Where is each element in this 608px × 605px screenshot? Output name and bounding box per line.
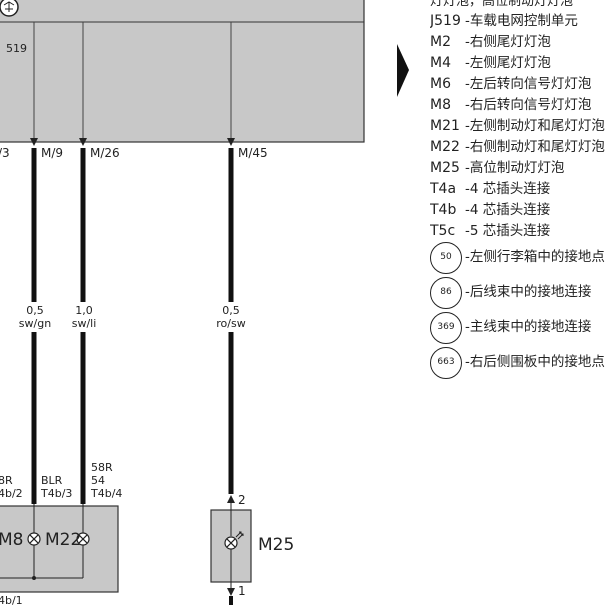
legend-item: T5c -5 芯插头连接	[430, 221, 550, 241]
m8-bulb-icon	[27, 532, 41, 546]
legend-code: J519	[430, 13, 461, 29]
legend-desc: -左侧制动灯和尾灯灯泡	[465, 118, 605, 134]
m25-pin1-label: 1	[238, 584, 246, 598]
pin-label-a2: 4b/2	[0, 487, 23, 500]
legend-item: M4 -左侧尾灯灯泡	[430, 53, 551, 73]
legend-desc: -左后转向信号灯灯泡	[465, 76, 592, 92]
legend-desc: -右后转向信号灯灯泡	[465, 97, 592, 113]
legend-item: M6 -左后转向信号灯灯泡	[430, 74, 591, 94]
legend-desc: -车载电网控制单元	[465, 13, 578, 29]
wire-size-2: 1,0	[75, 304, 93, 317]
m25-pin1-arrow	[227, 588, 235, 596]
m25-pin2-label: 2	[238, 493, 246, 507]
legend-item: M21 -左侧制动灯和尾灯灯泡	[430, 116, 605, 136]
connector-arrow-m45	[227, 138, 235, 146]
bottom-partial-label: 4b/1	[0, 594, 23, 605]
legend-code: T5c	[430, 223, 456, 239]
wire-color-3: ro/sw	[216, 317, 245, 330]
legend: J519-车载电网控制单元 M2 -右侧尾灯灯泡 M4 -左侧尾灯灯泡 M6 -左后转…	[430, 0, 608, 605]
next-page-arrow-icon	[397, 44, 409, 97]
legend-desc: -4 芯插头连接	[465, 181, 551, 197]
connector-label-m26: M/26	[90, 146, 120, 160]
m22-bulb-icon	[76, 532, 90, 546]
ground-point-desc: -右后侧围板中的接地点	[465, 354, 605, 370]
legend-code: T4a	[430, 181, 457, 197]
pin-label-b1: BLR	[41, 474, 63, 487]
pin-label-a1: 8R	[0, 474, 13, 487]
m25-led-icon	[224, 531, 244, 550]
ground-point-desc: -后线束中的接地连接	[465, 284, 592, 300]
legend-code: M22	[430, 139, 460, 155]
legend-item: T4a -4 芯插头连接	[430, 179, 550, 199]
legend-code: M2	[430, 34, 451, 50]
control-unit-box	[0, 0, 365, 143]
legend-item: M2 -右侧尾灯灯泡	[430, 32, 551, 52]
junction-dot	[32, 576, 36, 580]
legend-code: M21	[430, 118, 460, 134]
legend-code: T4b	[430, 202, 457, 218]
wire-label-bg-2	[63, 302, 107, 332]
ground-point-badge: 50	[430, 242, 462, 274]
legend-desc: -右侧制动灯和尾灯灯泡	[465, 139, 605, 155]
connector-arrow-m9	[30, 138, 38, 146]
legend-item: M8 -右后转向信号灯灯泡	[430, 95, 591, 115]
wire-size-1: 0,5	[26, 304, 44, 317]
pin-label-c2: 54	[91, 474, 105, 487]
legend-item: M22 -右侧制动灯和尾灯灯泡	[430, 137, 605, 157]
legend-code: M25	[430, 160, 460, 176]
pin-label-b2: T4b/3	[40, 487, 72, 500]
legend-desc: -右侧尾灯灯泡	[465, 34, 551, 50]
arrow-icon	[3, 1, 15, 12]
m8-label: M8	[0, 530, 23, 550]
connector-label-m9: M/9	[41, 146, 63, 160]
ground-point-badge: 663	[430, 347, 462, 379]
legend-desc: -5 芯插头连接	[465, 223, 551, 239]
wire-label-bg-3	[208, 302, 256, 332]
legend-item: T4b -4 芯插头连接	[430, 200, 550, 220]
legend-top-partial-text: 灯灯泡，高位制动灯灯泡	[430, 0, 574, 9]
ground-point-badge: 369	[430, 312, 462, 344]
legend-item: J519-车载电网控制单元	[430, 11, 578, 31]
ground-point-badge: 86	[430, 277, 462, 309]
legend-item: M25 -高位制动灯灯泡	[430, 158, 564, 178]
pin-label-c3: T4b/4	[90, 487, 122, 500]
wire-label-bg-1	[14, 302, 58, 332]
legend-desc: -高位制动灯灯泡	[465, 160, 565, 176]
control-unit-label: 519	[6, 42, 27, 55]
legend-code: M6	[430, 76, 451, 92]
legend-desc: -4 芯插头连接	[465, 202, 551, 218]
connector-arrow-m26	[79, 138, 87, 146]
legend-code: M4	[430, 55, 451, 71]
legend-desc: -左侧尾灯灯泡	[465, 55, 551, 71]
wire-size-3: 0,5	[222, 304, 240, 317]
pin-label-c1: 58R	[91, 461, 113, 474]
connector-label-m45: M/45	[238, 146, 268, 160]
legend-code: M8	[430, 97, 451, 113]
ground-point-desc: -左侧行李箱中的接地点	[465, 249, 605, 265]
wire-color-1: sw/gn	[19, 317, 51, 330]
m25-label: M25	[258, 535, 294, 555]
connector-label-partial: /3	[0, 146, 10, 160]
ground-point-desc: -主线束中的接地连接	[465, 319, 592, 335]
m22-label: M22	[45, 530, 81, 550]
m25-pin2-arrow	[227, 495, 235, 503]
wire-color-2: sw/li	[72, 317, 97, 330]
